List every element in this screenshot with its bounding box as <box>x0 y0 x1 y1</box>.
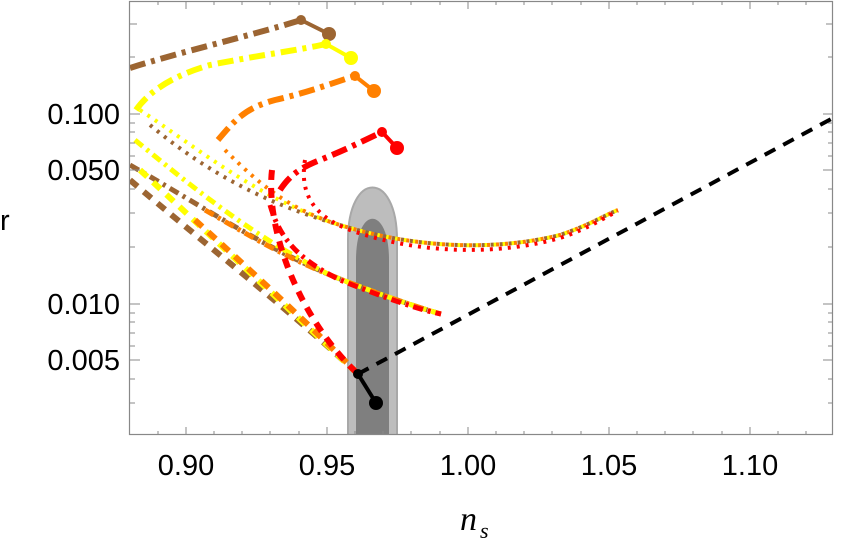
x-axis-label-main: n <box>460 501 477 538</box>
x-axis-label-sub: s <box>480 518 489 543</box>
x-tick-labels: 0.90 0.95 1.00 1.05 1.10 <box>158 450 778 482</box>
y-tick-label: 0.100 <box>47 99 120 131</box>
brown-large-dot <box>322 27 336 41</box>
black-small-dot <box>353 369 363 379</box>
x-axis-label: n s <box>460 501 489 543</box>
x-tick-label: 1.10 <box>722 450 778 482</box>
y-ticks <box>130 23 833 404</box>
endpoint-markers <box>296 15 404 410</box>
dotted-curves <box>138 108 619 252</box>
yellow-large-dot <box>344 51 358 65</box>
y-tick-label: 0.050 <box>47 155 120 187</box>
y-tick-labels: 0.100 0.050 0.010 0.005 <box>47 99 120 377</box>
y-tick-label: 0.005 <box>47 345 120 377</box>
y-axis-label: r <box>0 205 10 237</box>
black-dashed-line <box>357 116 833 376</box>
plot-frame <box>128 0 834 436</box>
orange-small-dot <box>350 71 360 81</box>
red-large-dot <box>390 141 404 155</box>
black-large-dot <box>369 396 383 410</box>
upper-branches <box>130 17 384 192</box>
yellow-small-dot <box>321 39 331 49</box>
y-tick-label: 0.010 <box>47 289 120 321</box>
x-tick-label: 0.95 <box>299 450 355 482</box>
x-tick-label: 1.00 <box>440 450 496 482</box>
brown-small-dot <box>296 15 306 25</box>
x-tick-label: 0.90 <box>158 450 214 482</box>
red-small-dot <box>377 127 387 137</box>
dashdot-curves <box>130 138 442 317</box>
x-tick-label: 1.05 <box>581 450 637 482</box>
dashed-curves <box>130 167 361 377</box>
orange-large-dot <box>367 84 381 98</box>
x-ticks <box>157 1 807 435</box>
